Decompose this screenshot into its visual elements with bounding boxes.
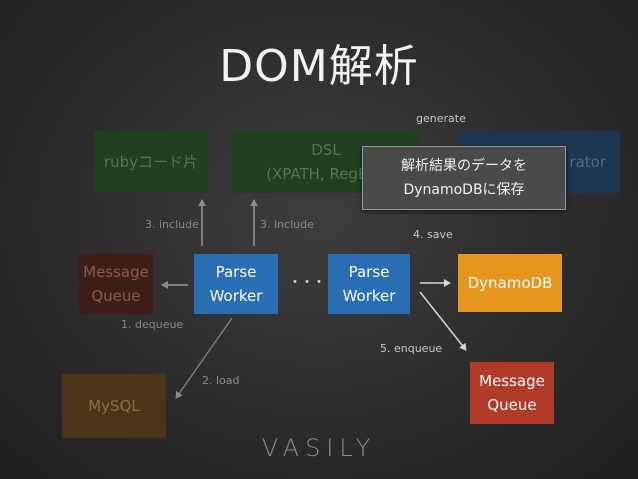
dynamodb-box: DynamoDB bbox=[458, 254, 562, 312]
ruby-code-box: rubyコード片 bbox=[94, 131, 208, 193]
message-queue-right-line1: Message bbox=[479, 372, 545, 390]
include-left-label: 3. include bbox=[145, 218, 199, 231]
dsl-label: DSL bbox=[311, 141, 341, 159]
save-callout-line2: DynamoDBに保存 bbox=[403, 182, 525, 198]
mysql-box: MySQL bbox=[62, 374, 166, 438]
message-queue-right-line2: Queue bbox=[487, 396, 537, 414]
vasily-logo: VASILY bbox=[261, 434, 377, 462]
enqueue-arrow bbox=[419, 291, 467, 351]
message-queue-left-line1: Message bbox=[83, 263, 149, 281]
message-queue-left-line2: Queue bbox=[91, 287, 141, 305]
include-right-label: 3. include bbox=[260, 218, 314, 231]
generator-label: rator bbox=[569, 153, 606, 171]
dynamodb-label: DynamoDB bbox=[467, 274, 553, 292]
load-label: 2. load bbox=[202, 374, 240, 387]
generate-label: generate bbox=[416, 112, 466, 125]
enqueue-label: 5. enqueue bbox=[380, 342, 443, 355]
ellipsis: ・・・ bbox=[288, 275, 326, 291]
slide-title: DOM解析 bbox=[219, 41, 419, 92]
mysql-label: MySQL bbox=[88, 397, 140, 415]
parse-worker-right-line2: Worker bbox=[342, 287, 396, 305]
parse-worker-left: Parse Worker bbox=[194, 254, 278, 314]
ruby-code-label: rubyコード片 bbox=[103, 153, 199, 171]
message-queue-right: Message Queue bbox=[470, 362, 554, 424]
save-label: 4. save bbox=[413, 228, 453, 241]
save-callout: 解析結果のデータを DynamoDBに保存 bbox=[362, 146, 566, 210]
parse-worker-right: Parse Worker bbox=[328, 254, 410, 314]
parse-worker-left-line1: Parse bbox=[215, 263, 257, 281]
parse-worker-right-line1: Parse bbox=[348, 263, 390, 281]
dsl-sublabel: (XPATH, RegExp bbox=[266, 165, 386, 183]
save-callout-line1: 解析結果のデータを bbox=[401, 158, 527, 174]
parse-worker-left-line2: Worker bbox=[209, 287, 263, 305]
dequeue-label: 1. dequeue bbox=[121, 318, 184, 331]
message-queue-left: Message Queue bbox=[79, 254, 153, 314]
load-arrow bbox=[175, 317, 233, 399]
